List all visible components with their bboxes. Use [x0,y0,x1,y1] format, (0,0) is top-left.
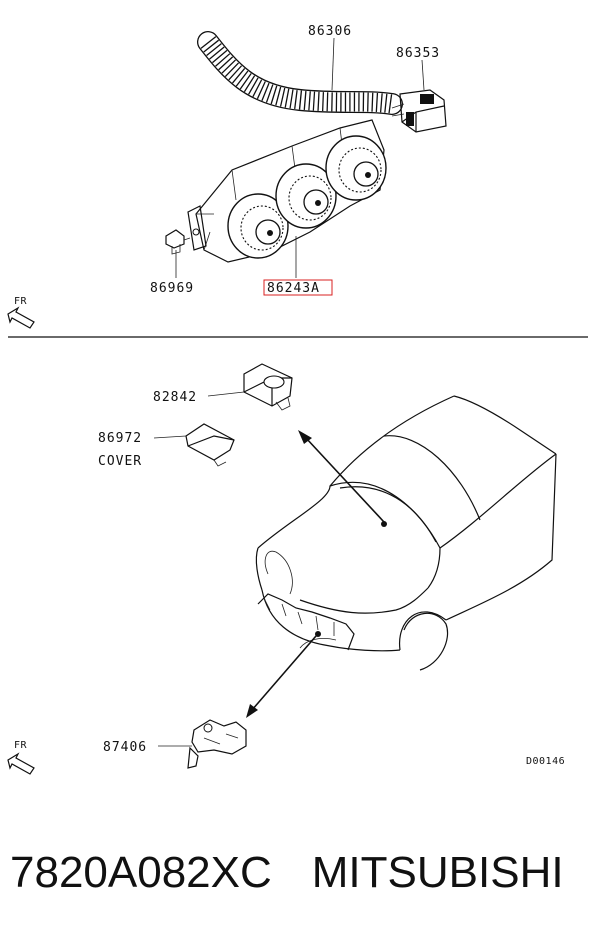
label-86972: 86972 [98,431,142,446]
connector-86353 [391,89,447,133]
label-82842: 82842 [153,390,197,405]
fr-arrow-bottom-icon [7,752,35,775]
label-86353: 86353 [396,46,440,61]
arrow-to-87406-icon [246,635,317,718]
hose-86306 [197,31,403,115]
part-caption: 7820A082XC MITSUBISHI [10,838,590,908]
part-number: 7820A082XC [10,848,272,897]
cover-86972 [185,423,235,467]
label-86306: 86306 [308,24,352,39]
brand-name: MITSUBISHI [311,848,564,897]
vehicle-outline [255,395,557,671]
label-86243A: 86243A [267,281,320,296]
windshield-sensor-dot [381,521,387,527]
screw-86969 [165,229,191,255]
fr-label-bottom: FR [14,740,28,751]
label-cover: COVER [98,454,142,469]
highlight-box [263,279,333,296]
fr-label-top: FR [14,296,28,307]
drawing-code: D00146 [526,756,565,767]
sensor-82842 [243,363,293,411]
label-86969: 86969 [150,281,194,296]
fr-arrow-top-icon [7,306,35,329]
parts-diagram: 86306 86353 86969 86243A FR [7,24,588,775]
sensor-87406 [187,719,247,769]
label-87406: 87406 [103,740,147,755]
control-panel-86243A [187,119,387,263]
arrow-to-82842-icon [298,430,385,523]
